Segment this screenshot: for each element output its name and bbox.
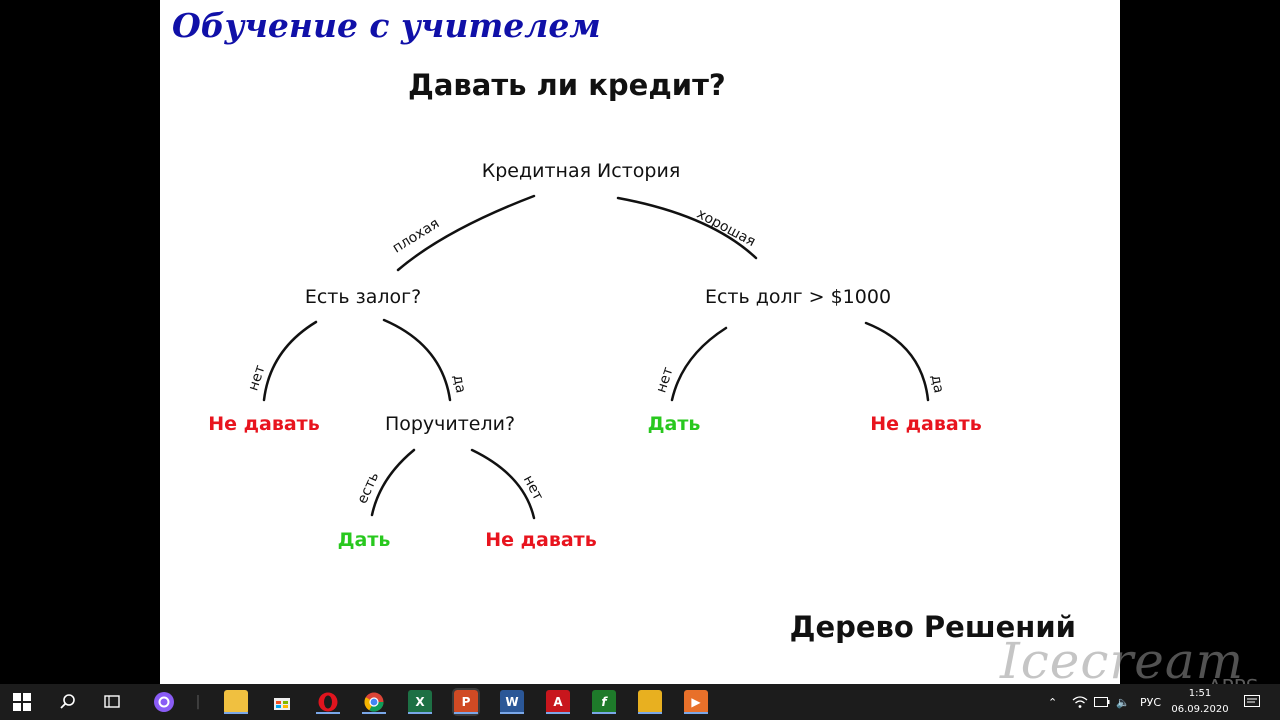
notes-icon[interactable] xyxy=(638,690,662,714)
tray-chevron-icon[interactable]: ⌃ xyxy=(1048,695,1058,709)
wifi-icon[interactable] xyxy=(1072,684,1088,720)
taskbar: | X P W A f ▶ ⌃ 🔈 РУС 1:51 06.09.2020 xyxy=(0,684,1280,720)
edge-left-yes xyxy=(382,318,452,402)
windows-start-icon[interactable] xyxy=(10,690,34,714)
edge-label-yes: да xyxy=(449,373,469,395)
edge-root-right xyxy=(616,196,758,260)
slide: Обучение с учителем Давать ли кредит? пл… xyxy=(160,0,1120,684)
search-icon[interactable] xyxy=(56,690,80,714)
edge-right-yes xyxy=(864,321,930,402)
edge-right-no xyxy=(670,326,728,402)
edge-mid-no xyxy=(470,448,536,520)
leaf-deny: Не давать xyxy=(208,413,320,435)
task-view-icon[interactable] xyxy=(100,690,124,714)
leaf-deny-2: Не давать xyxy=(870,413,982,435)
question-heading: Давать ли кредит? xyxy=(408,68,726,102)
battery-icon[interactable] xyxy=(1094,684,1110,720)
decision-tree-caption: Дерево Решений xyxy=(789,610,1076,644)
notifications-icon[interactable] xyxy=(1244,684,1260,720)
leaf-grant: Дать xyxy=(647,413,701,435)
language-indicator[interactable]: РУС xyxy=(1140,695,1162,709)
volume-icon[interactable]: 🔈 xyxy=(1116,695,1130,709)
edge-mid-yes xyxy=(370,448,416,517)
excel-icon[interactable]: X xyxy=(408,690,432,714)
media-icon[interactable]: ▶ xyxy=(684,690,708,714)
guarantors-node: Поручители? xyxy=(384,413,516,435)
tree-edges xyxy=(262,194,930,520)
chrome-icon[interactable] xyxy=(362,690,386,714)
formula-icon[interactable]: f xyxy=(592,690,616,714)
clock[interactable]: 1:51 06.09.2020 xyxy=(1166,686,1234,718)
clock-date: 06.09.2020 xyxy=(1171,704,1229,715)
leaf-deny-3: Не давать xyxy=(485,529,597,551)
leaf-grant-2: Дать xyxy=(337,529,391,551)
root-node: Кредитная История xyxy=(481,160,681,182)
opera-icon[interactable] xyxy=(316,690,340,714)
clock-time: 1:51 xyxy=(1188,688,1212,699)
edge-root-left xyxy=(396,194,536,272)
edge-left-no xyxy=(262,320,318,402)
edge-label-yes-2: да xyxy=(927,373,947,395)
alice-icon[interactable] xyxy=(152,690,176,714)
watermark-brand: Icecream xyxy=(1000,632,1245,690)
taskbar-divider: | xyxy=(195,694,201,710)
powerpoint-icon[interactable]: P xyxy=(452,688,480,716)
acrobat-icon[interactable]: A xyxy=(546,690,570,714)
store-icon[interactable] xyxy=(270,690,294,714)
file-explorer-icon[interactable] xyxy=(224,690,248,714)
word-icon[interactable]: W xyxy=(500,690,524,714)
collateral-node: Есть залог? xyxy=(304,286,422,308)
slide-title: Обучение с учителем xyxy=(172,6,601,45)
debt-node: Есть долг > $1000 xyxy=(704,286,892,308)
